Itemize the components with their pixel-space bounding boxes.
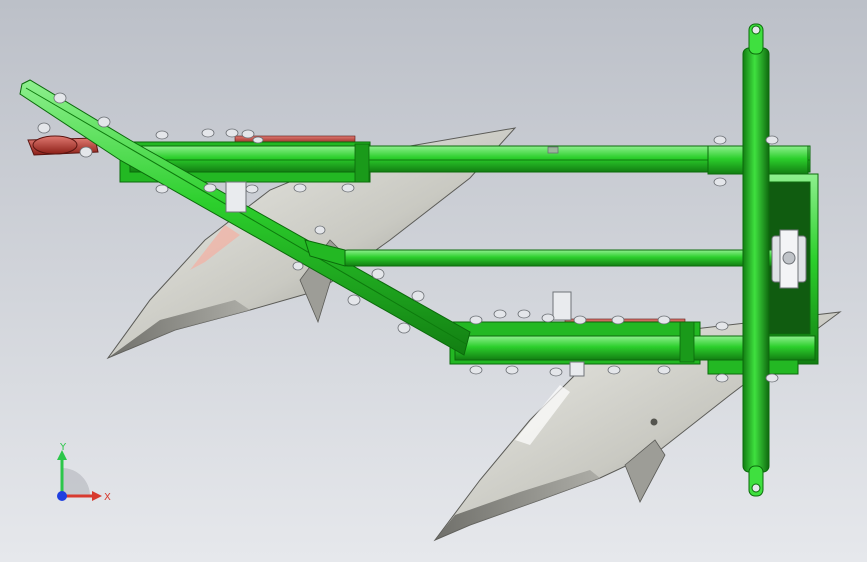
cross-tie-rod bbox=[304, 239, 781, 267]
hitch-pin bbox=[32, 135, 78, 155]
orientation-triad: Y X bbox=[57, 442, 111, 503]
z-axis-dot bbox=[57, 491, 67, 501]
pivot-clevis bbox=[771, 229, 807, 289]
diagonal-hitch-beam bbox=[19, 79, 471, 356]
bolt-heads bbox=[37, 92, 779, 383]
upper-frame-beam bbox=[119, 141, 811, 183]
share-mount-posts bbox=[225, 181, 585, 377]
y-axis-label: Y bbox=[59, 442, 67, 453]
vertical-pivot-shaft bbox=[742, 23, 770, 497]
x-axis-label: X bbox=[104, 492, 111, 503]
lower-frame-beam bbox=[449, 321, 816, 375]
x-axis-arrowhead bbox=[92, 491, 102, 501]
y-axis-arrowhead bbox=[57, 450, 67, 460]
